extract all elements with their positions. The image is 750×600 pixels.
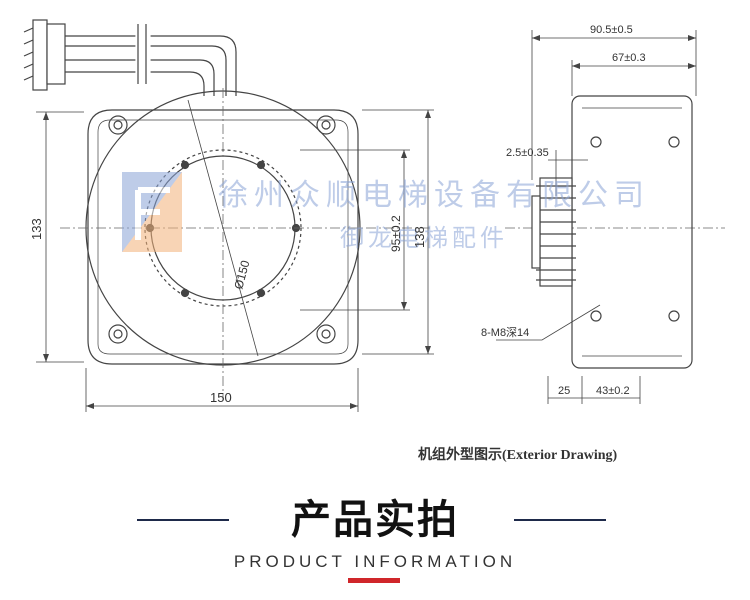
drawing-caption: 机组外型图示(Exterior Drawing) bbox=[418, 448, 618, 463]
watermark-company: 徐州众顺电梯设备有限公司 bbox=[218, 178, 650, 213]
section-title: 产品实拍 bbox=[291, 497, 459, 543]
dimension-arrows bbox=[43, 35, 696, 409]
front-dimension-lines bbox=[36, 109, 434, 412]
section-line-left bbox=[137, 519, 229, 521]
cable-bundle bbox=[65, 24, 237, 96]
watermark-logo bbox=[122, 172, 182, 252]
dim-inner-95: 95±0.2 bbox=[389, 215, 403, 252]
diameter-leader bbox=[187, 99, 259, 357]
dim-bottom-25: 25 bbox=[558, 385, 570, 397]
section-accent-bar bbox=[348, 578, 400, 583]
dim-diameter-150: Ø150 bbox=[231, 258, 252, 290]
watermark-sub: 御龙电梯配件 bbox=[340, 224, 508, 252]
dim-height-133: 133 bbox=[29, 218, 44, 240]
dim-side-total: 90.5±0.5 bbox=[590, 24, 633, 36]
side-body bbox=[571, 95, 693, 369]
side-dimension-lines bbox=[496, 30, 697, 404]
section-line-right bbox=[514, 519, 606, 521]
corner-bolt bbox=[108, 115, 336, 344]
dim-side-67: 67±0.3 bbox=[612, 52, 646, 64]
dim-side-offset: 2.5±0.35 bbox=[506, 147, 549, 159]
dim-height-138: 138 bbox=[412, 226, 427, 248]
dim-holes: 8-M8深14 bbox=[481, 326, 529, 339]
connector-plug bbox=[23, 19, 66, 91]
exterior-drawing: 徐州众顺电梯设备有限公司 御龙电梯配件 133 150 138 95±0.2 Ø… bbox=[23, 19, 725, 412]
dim-width-150: 150 bbox=[210, 390, 232, 405]
dim-bottom-43: 43±0.2 bbox=[596, 385, 630, 397]
section-subtitle: PRODUCT INFORMATION bbox=[233, 552, 517, 571]
